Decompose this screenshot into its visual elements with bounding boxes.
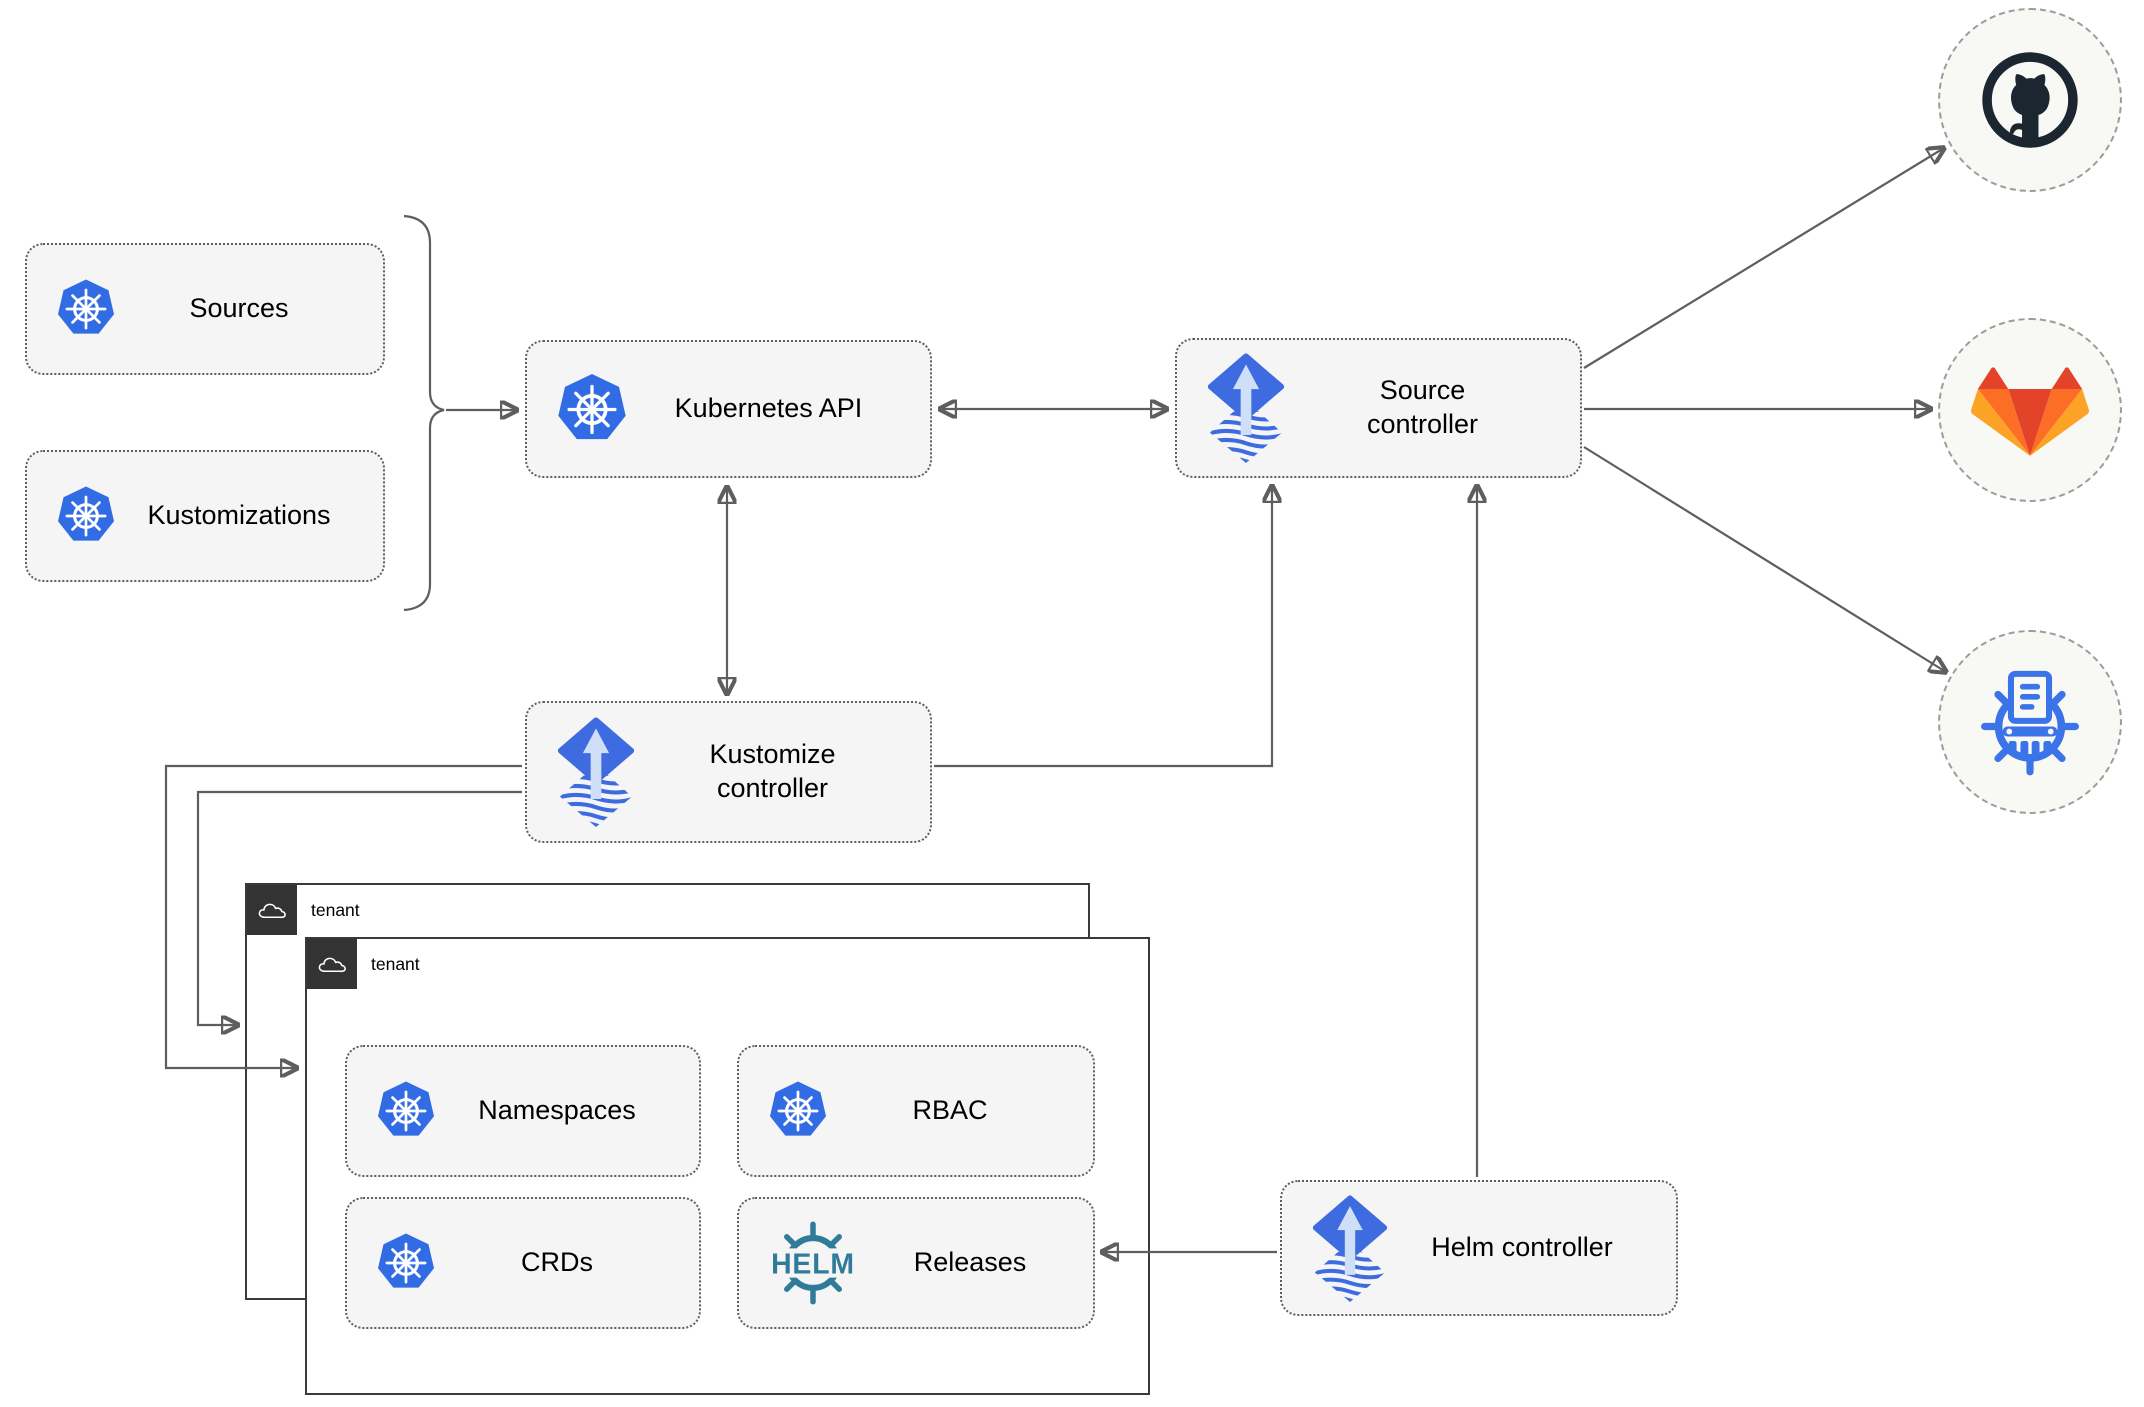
node-kubernetes-api: Kubernetes API — [525, 340, 932, 478]
edge-source-controller-to-helm-repository — [1583, 446, 1946, 672]
node-crds: CRDs — [345, 1197, 701, 1329]
tenant-label: tenant — [371, 954, 420, 974]
flux-icon — [555, 717, 637, 827]
flux-icon — [1310, 1195, 1390, 1302]
kubernetes-icon — [375, 1231, 437, 1295]
kubernetes-icon — [55, 277, 117, 341]
gitlab-icon — [1971, 363, 2089, 457]
node-label: Kustomize controller — [709, 739, 836, 803]
chartmuseum-icon — [1974, 666, 2086, 778]
github-icon — [1977, 47, 2083, 153]
brace-sources-kustomizations — [403, 214, 445, 612]
tenant-header-tab — [247, 885, 297, 935]
node-label: RBAC — [912, 1095, 988, 1126]
node-label: CRDs — [521, 1247, 593, 1278]
node-helm-controller: Helm controller — [1280, 1180, 1678, 1316]
endpoint-helm-repository — [1938, 630, 2122, 814]
node-kustomizations: Kustomizations — [25, 450, 385, 582]
node-label: Sources — [189, 293, 289, 324]
helm-icon: HELM — [757, 1220, 869, 1306]
kubernetes-icon — [375, 1079, 437, 1143]
kubernetes-icon — [55, 484, 117, 548]
cloud-icon — [316, 952, 349, 976]
node-label: Helm controller — [1431, 1232, 1613, 1263]
helm-logo-text: HELM — [771, 1248, 855, 1280]
node-sources: Sources — [25, 243, 385, 375]
flux-icon — [1205, 353, 1287, 463]
node-releases: HELM Releases — [737, 1197, 1095, 1329]
endpoint-gitlab — [1938, 318, 2122, 502]
endpoint-github — [1938, 8, 2122, 192]
kubernetes-icon — [767, 1079, 829, 1143]
node-label: Kustomizations — [147, 500, 331, 531]
node-label: Namespaces — [478, 1095, 636, 1126]
edge-kustomize-controller-to-source-controller — [934, 486, 1272, 768]
node-kustomize-controller: Kustomize controller — [525, 701, 932, 843]
cloud-icon — [256, 898, 289, 922]
tenant-label: tenant — [311, 900, 360, 920]
node-label: Source controller — [1366, 375, 1479, 439]
node-label: Releases — [913, 1247, 1027, 1278]
node-source-controller: Source controller — [1175, 338, 1582, 478]
node-namespaces: Namespaces — [345, 1045, 701, 1177]
kubernetes-icon — [555, 371, 629, 448]
node-label: Kubernetes API — [674, 393, 863, 424]
tenant-header-tab — [307, 939, 357, 989]
node-rbac: RBAC — [737, 1045, 1095, 1177]
edge-source-controller-to-github — [1583, 148, 1944, 369]
